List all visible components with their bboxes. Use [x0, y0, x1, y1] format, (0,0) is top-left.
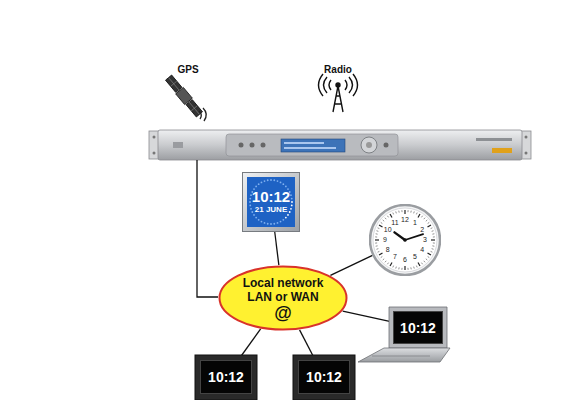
dial-numeral: 1 — [413, 219, 417, 227]
dial-numeral: 9 — [383, 236, 387, 244]
dial-numeral: 7 — [393, 253, 397, 261]
laptop-screen: 10:12 — [393, 311, 443, 344]
dial-numeral: 8 — [386, 246, 390, 254]
dial-numeral: 4 — [420, 246, 424, 254]
signal-waves — [199, 108, 206, 121]
network-link — [330, 255, 372, 275]
screen-time: 10:12 — [400, 320, 436, 336]
dial-numeral: 2 — [420, 226, 424, 234]
monitor-icon — [195, 355, 355, 400]
icon-label: GPS — [177, 64, 198, 75]
network-link — [343, 311, 393, 322]
monitor-screen: 10:12 — [200, 360, 252, 394]
icon-label: Radio — [324, 64, 352, 75]
dial-numeral: 3 — [423, 236, 427, 244]
network-ellipse: Local network LAN or WAN@ — [218, 265, 348, 331]
network-symbol: @ — [274, 304, 292, 323]
network-link — [275, 232, 279, 265]
dial-numeral: 6 — [403, 256, 407, 264]
network-name: Local network LAN or WAN — [235, 276, 331, 304]
screen-time: 10:12 — [306, 369, 342, 385]
clock-date: 21 JUNE — [255, 205, 287, 215]
radio-tower-icon — [319, 74, 358, 112]
clock-dial — [369, 204, 441, 276]
laptop-icon — [358, 307, 450, 362]
dial-numeral: 5 — [413, 253, 417, 261]
satellite-icon — [165, 74, 204, 117]
dial-numeral: 10 — [384, 226, 392, 234]
dial-numeral: 11 — [391, 219, 398, 227]
analog-clock: 12 12 3 45678 9 1011 — [369, 204, 441, 276]
time-server-rack — [149, 130, 531, 160]
screen-time: 10:12 — [208, 369, 244, 385]
dial-numeral: 12 — [401, 216, 409, 224]
monitor-screen: 10:12 — [298, 360, 350, 394]
digital-clock: 10:1221 JUNE — [242, 172, 300, 232]
clock-time: 10:12 — [252, 189, 290, 205]
network-wire — [197, 160, 218, 297]
